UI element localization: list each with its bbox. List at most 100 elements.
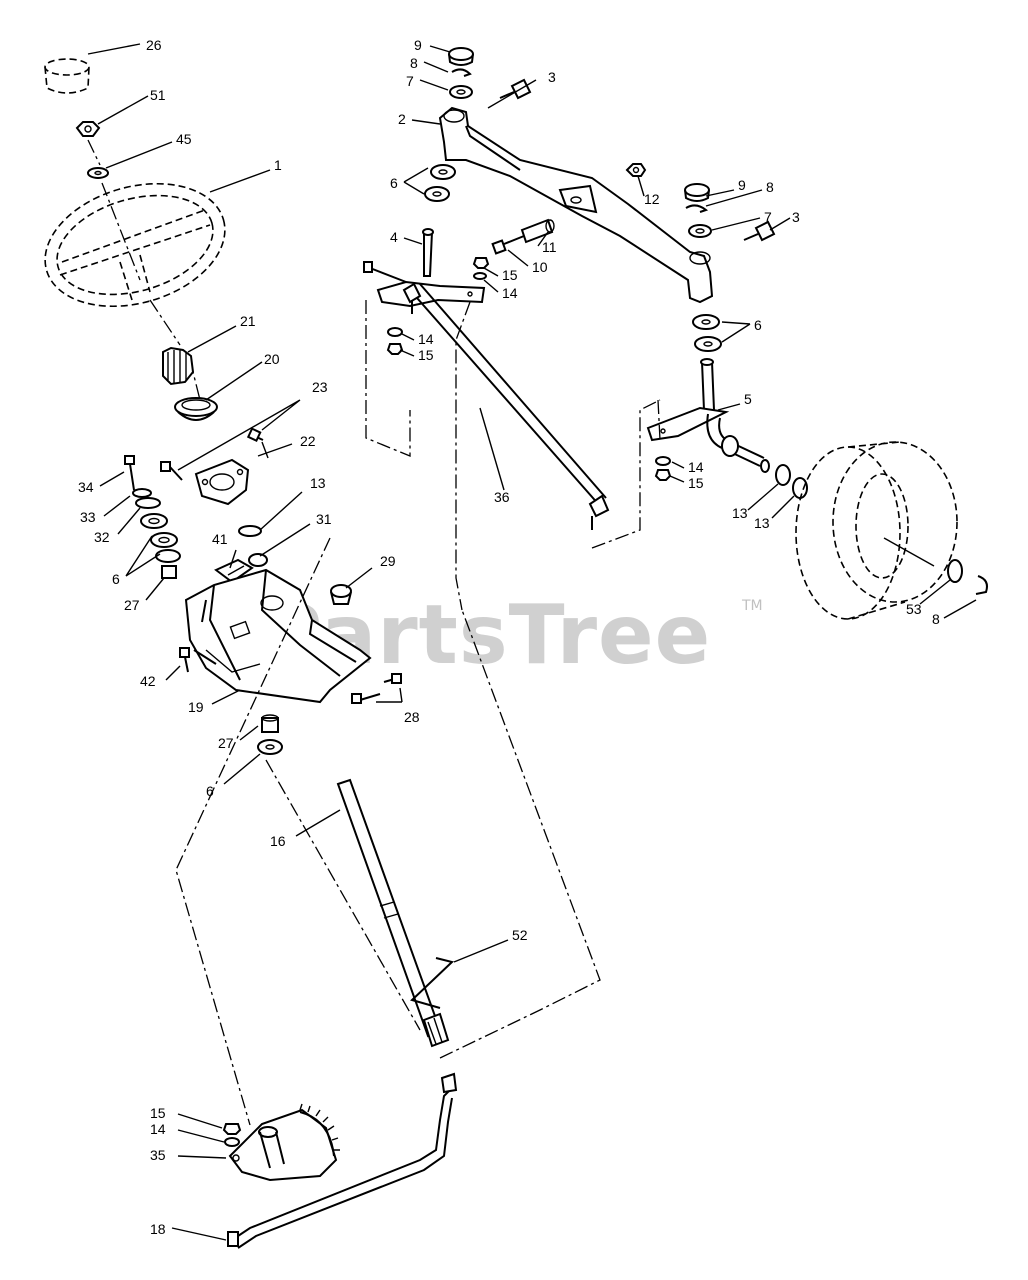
- callout-7-left: 7: [406, 73, 414, 89]
- washer-14-right: [655, 456, 671, 466]
- callout-13-left: 13: [310, 475, 326, 491]
- cap-9-left: [448, 47, 474, 66]
- callout-15-under: 15: [418, 347, 434, 363]
- watermark-trademark: TM: [742, 598, 763, 614]
- callout-31: 31: [316, 511, 332, 527]
- washer-45: [87, 167, 109, 179]
- nut-15-left: [472, 257, 490, 269]
- callout-15-bottom: 15: [150, 1105, 166, 1121]
- steering-cap-26: [44, 58, 90, 94]
- washer-32: [135, 497, 161, 509]
- callout-7-right: 7: [764, 209, 772, 225]
- lockwasher-33: [132, 488, 152, 498]
- callout-52: 52: [512, 927, 528, 943]
- clip-8-wheel: [975, 575, 988, 595]
- leader-lines: [87, 43, 977, 1241]
- bearing-6-axle-left: [424, 164, 456, 202]
- washer-7-left: [449, 85, 473, 99]
- callout-8-wheel: 8: [932, 611, 940, 627]
- callout-6-lower: 6: [206, 783, 214, 799]
- bearing-6-axle-right: [692, 314, 722, 352]
- washer-14-bottom: [224, 1137, 240, 1147]
- callout-2: 2: [398, 111, 406, 127]
- callout-14-under: 14: [418, 331, 434, 347]
- callout-8-right: 8: [766, 179, 774, 195]
- callout-13-right-b: 13: [754, 515, 770, 531]
- callout-14-right: 14: [688, 459, 704, 475]
- steering-wheel-1: [44, 182, 226, 308]
- steering-shaft-16: [336, 778, 450, 1048]
- screw-23a: [246, 427, 269, 459]
- callout-10: 10: [532, 259, 548, 275]
- callout-27-lower: 27: [218, 735, 234, 751]
- callout-3-right: 3: [792, 209, 800, 225]
- nut-15-under: [386, 343, 404, 355]
- cap-9-right: [684, 183, 710, 202]
- nut-15-right: [654, 469, 672, 481]
- bolt-28: [351, 673, 402, 704]
- nut-15-bottom: [222, 1123, 242, 1135]
- callout-6-left: 6: [112, 571, 120, 587]
- sector-gear-35: [228, 1103, 340, 1182]
- callout-labels: 26 51 45 1 21 20 23 22 34 33 32 6 27 41 …: [78, 37, 940, 1237]
- callout-15-left: 15: [502, 267, 518, 283]
- callout-13-right-a: 13: [732, 505, 748, 521]
- tie-rod-36: [402, 282, 610, 530]
- steering-bracket-19: [184, 568, 372, 704]
- callout-35: 35: [150, 1147, 166, 1163]
- callout-21: 21: [240, 313, 256, 329]
- spline-adapter-21: [162, 346, 195, 386]
- clip-8-left: [451, 68, 472, 77]
- washer-53: [947, 559, 963, 583]
- callout-19: 19: [188, 699, 204, 715]
- callout-4: 4: [390, 229, 398, 245]
- callout-27-upper: 27: [124, 597, 140, 613]
- washer-14-left: [473, 272, 487, 280]
- nut-12: [625, 163, 647, 177]
- callout-15-right: 15: [688, 475, 704, 491]
- bushing-31: [248, 553, 268, 567]
- support-22: [194, 458, 250, 506]
- spindle-4: [363, 228, 486, 308]
- washer-13-right-a: [775, 464, 791, 486]
- callout-16: 16: [270, 833, 286, 849]
- callout-18: 18: [150, 1221, 166, 1237]
- callout-29: 29: [380, 553, 396, 569]
- callout-9-left: 9: [414, 37, 422, 53]
- bearing-6-lower: [257, 739, 283, 755]
- bracket-41: [214, 558, 254, 584]
- spindle-5: [646, 358, 770, 473]
- callout-42: 42: [140, 673, 156, 689]
- callout-14-bottom: 14: [150, 1121, 166, 1137]
- bolt-34: [124, 455, 135, 491]
- callout-36: 36: [494, 489, 510, 505]
- callout-34: 34: [78, 479, 94, 495]
- fitting-3-right: [743, 220, 776, 242]
- front-wheel: [795, 441, 958, 620]
- callout-26: 26: [146, 37, 162, 53]
- screw-23b: [160, 461, 183, 481]
- callout-6-axle-left: 6: [390, 175, 398, 191]
- drag-link-18: [227, 1072, 458, 1249]
- callout-41: 41: [212, 531, 228, 547]
- clip-8-right: [685, 204, 709, 213]
- washer-7-right: [688, 224, 712, 238]
- callout-6-axle-right: 6: [754, 317, 762, 333]
- callout-5: 5: [744, 391, 752, 407]
- callout-28: 28: [404, 709, 420, 725]
- washer-14-under: [387, 327, 403, 337]
- spacer-27-upper: [161, 565, 177, 579]
- fitting-3-left: [499, 78, 532, 100]
- bushing-29: [330, 584, 352, 605]
- callout-14-left: 14: [502, 285, 518, 301]
- callout-8-left: 8: [410, 55, 418, 71]
- bearing-6-left: [140, 513, 181, 563]
- callout-53: 53: [906, 601, 922, 617]
- clip-52: [410, 957, 455, 1009]
- bolt-10: [491, 235, 525, 255]
- callout-32: 32: [94, 529, 110, 545]
- spacer-27-lower: [261, 714, 279, 733]
- nut-51: [75, 121, 101, 137]
- callout-3-left: 3: [548, 69, 556, 85]
